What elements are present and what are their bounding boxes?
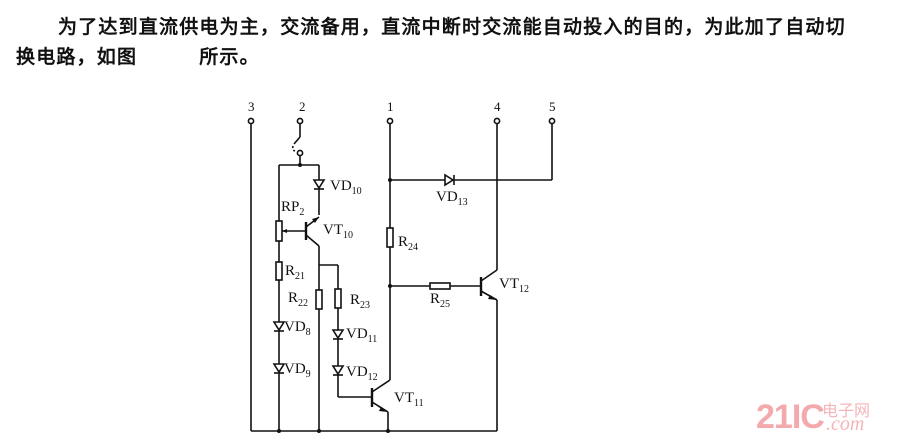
label-vt10: VT10 (323, 222, 353, 241)
watermark-brand: 21IC (756, 398, 825, 436)
label-r22: R22 (288, 290, 308, 309)
resistor-r21 (275, 261, 283, 281)
resistor-r25 (429, 282, 451, 290)
diode-vd8 (272, 321, 286, 332)
diode-vd9 (272, 363, 286, 374)
label-r24: R24 (398, 234, 418, 253)
paragraph-line-1: 为了达到直流供电为主，交流备用，直流中断时交流能自动投入的目的，为此加了自动切 (58, 16, 846, 38)
label-vd8: VD8 (284, 319, 311, 338)
paragraph-line-2-end: 所示。 (199, 46, 260, 68)
terminal-5-label: 5 (549, 99, 556, 114)
label-vd9: VD9 (284, 361, 311, 380)
transistor-vt12 (479, 269, 498, 431)
terminal-1: 1 (386, 99, 394, 125)
resistor-r22 (315, 289, 323, 310)
diode-vd11 (331, 329, 345, 340)
terminal-2-label: 2 (299, 99, 306, 114)
transistor-vt10 (304, 216, 320, 265)
terminal-4: 4 (493, 99, 501, 125)
terminal-1-label: 1 (387, 99, 394, 114)
terminal-2: 2 (292, 99, 306, 165)
potentiometer-rp2 (275, 220, 283, 242)
label-vd13: VD13 (436, 189, 468, 208)
resistor-r24 (386, 227, 394, 248)
resistor-r23 (334, 288, 342, 309)
label-r25: R25 (430, 291, 450, 310)
watermark-domain: .com (826, 413, 865, 435)
paragraph-line-2-start: 换电路，如图 (16, 46, 138, 68)
diode-vd12 (331, 365, 345, 376)
label-r21: R21 (285, 263, 305, 282)
label-rp2: RP2 (281, 199, 304, 218)
diode-vd10 (312, 179, 326, 190)
switch-contact (293, 136, 301, 145)
label-vt12: VT12 (499, 276, 529, 295)
terminal-3-label: 3 (248, 99, 255, 114)
label-r23: R23 (350, 292, 370, 311)
label-vd12: VD12 (346, 364, 378, 383)
label-vd10: VD10 (330, 178, 362, 197)
terminal-4-label: 4 (494, 99, 501, 114)
terminal-5: 5 (548, 99, 556, 125)
watermark-cn: 电子网 (822, 401, 871, 420)
paragraph-line-2: 换电路，如图 所示。 (16, 42, 260, 69)
label-vt11: VT11 (394, 390, 424, 409)
transistor-vt11 (370, 379, 391, 431)
terminal-3: 3 (247, 99, 255, 431)
diode-vd13 (444, 173, 455, 187)
label-vd11: VD11 (346, 326, 377, 345)
